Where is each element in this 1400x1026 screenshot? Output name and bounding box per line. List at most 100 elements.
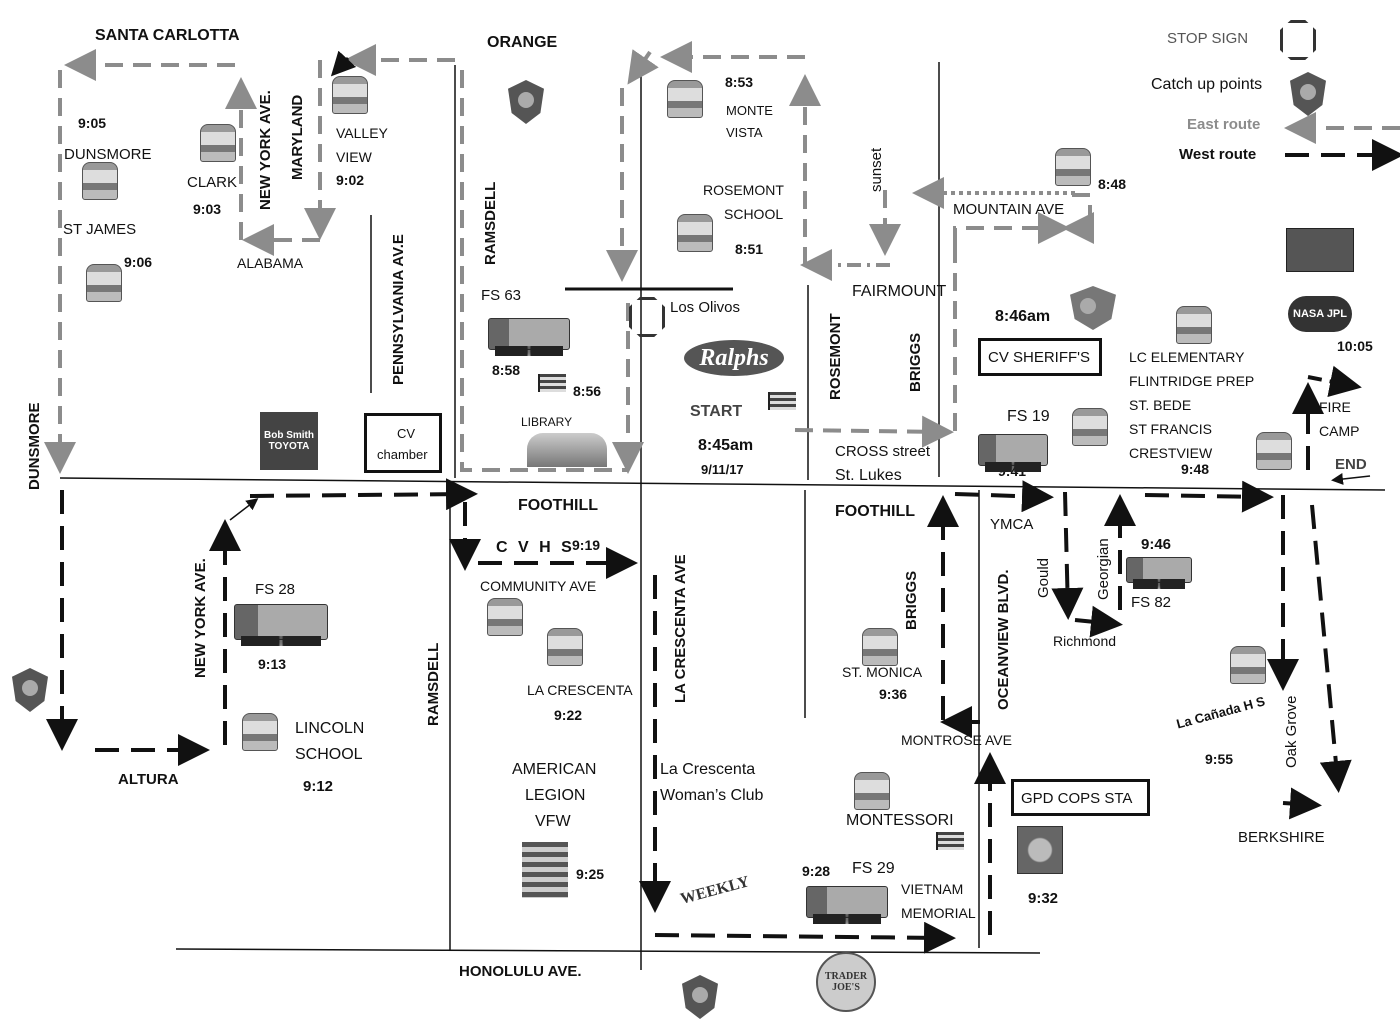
ralphs-logo: Ralphs (684, 340, 784, 376)
street-berkshire: BERKSHIRE (1238, 829, 1325, 846)
fire-truck-icon (234, 604, 328, 646)
time-851: 8:51 (735, 241, 764, 257)
west-route (46, 139, 1400, 954)
time-1005: 10:05 (1337, 338, 1373, 354)
street-ramsdell-bottom: RAMSDELL (425, 642, 442, 726)
ribbon-flag-icon (522, 842, 568, 898)
time-948: 9:48 (1181, 461, 1210, 477)
time-856: 8:56 (573, 383, 602, 399)
american-legion-line3: VFW (535, 813, 571, 830)
street-sunset: sunset (868, 147, 885, 192)
time-913: 9:13 (258, 656, 287, 672)
end-label: END (1335, 456, 1367, 473)
school-flintridge-prep: FLINTRIDGE PREP (1129, 373, 1255, 389)
fire-camp-line2: CAMP (1319, 423, 1360, 439)
time-936: 9:36 (879, 686, 908, 702)
gpd-cops-label: GPD COPS STA (1021, 790, 1133, 807)
street-briggs-top: BRIGGS (907, 332, 924, 392)
time-925: 9:25 (576, 866, 605, 882)
school-lc-elementary: LC ELEMENTARY (1129, 349, 1245, 365)
school-bus-icon (487, 598, 523, 636)
school-bus-icon (547, 628, 583, 666)
time-928: 9:28 (802, 863, 831, 879)
street-rosemont: ROSEMONT (827, 313, 844, 400)
street-fairmount: FAIRMOUNT (852, 283, 947, 300)
school-st-francis: ST FRANCIS (1129, 421, 1212, 437)
time-902: 9:02 (336, 172, 365, 188)
school-bus-icon (242, 713, 278, 751)
stop-rosemont: ROSEMONT (703, 182, 784, 198)
time-853: 8:53 (725, 74, 754, 90)
american-legion-line1: AMERICAN (512, 761, 597, 778)
legend-catch-up: Catch up points (1151, 76, 1263, 93)
stop-valley: VALLEY (336, 125, 388, 141)
school-bus-icon (332, 76, 368, 114)
school-bus-icon (1055, 148, 1091, 186)
school-st-bede: ST. BEDE (1129, 397, 1192, 413)
womans-club-line1: La Crescenta (660, 761, 756, 778)
stop-school: SCHOOL (724, 206, 784, 222)
time-846: 8:46am (995, 308, 1051, 325)
start-label: START (690, 403, 743, 420)
vietnam-line1: VIETNAM (901, 881, 964, 897)
fire-truck-icon (488, 318, 570, 356)
stop-vista: VISTA (726, 125, 763, 140)
time-903: 9:03 (193, 201, 222, 217)
legend-stop-sign: STOP SIGN (1167, 30, 1249, 47)
time-955: 9:55 (1205, 751, 1234, 767)
school-crestview: CRESTVIEW (1129, 445, 1213, 461)
fs82-label: FS 82 (1131, 594, 1172, 611)
fire-truck-icon (806, 886, 888, 924)
womans-club-line2: Woman’s Club (660, 787, 764, 804)
stop-st-monica: ST. MONICA (842, 664, 923, 680)
street-georgian: Georgian (1095, 538, 1112, 600)
east-route (44, 41, 1400, 470)
street-new-york-bottom: NEW YORK AVE. (192, 558, 209, 678)
street-gould: Gould (1035, 557, 1052, 598)
street-richmond: Richmond (1053, 633, 1117, 649)
roads (59, 60, 1386, 970)
stop-st-lukes: St. Lukes (835, 467, 902, 484)
stop-dunsmore: DUNSMORE (64, 146, 152, 163)
library-label: LIBRARY (521, 415, 573, 429)
stop-monte: MONTE (726, 103, 773, 118)
stop-st-james: ST JAMES (63, 221, 137, 238)
american-legion-line2: LEGION (525, 787, 586, 804)
street-montrose: MONTROSE AVE (901, 732, 1012, 748)
time-912: 9:12 (303, 778, 334, 795)
school-bus-icon (1230, 646, 1266, 684)
school-bus-icon (1072, 408, 1108, 446)
street-foothill-left: FOOTHILL (518, 497, 598, 514)
street-briggs-bottom: BRIGGS (903, 570, 920, 630)
stop-montessori: MONTESSORI (846, 812, 954, 829)
time-946: 9:46 (1141, 536, 1172, 553)
stop-sign-icon (1280, 20, 1316, 60)
time-906: 9:06 (124, 254, 153, 270)
street-ramsdell-top: RAMSDELL (482, 181, 499, 265)
lincoln-line2: SCHOOL (295, 746, 363, 763)
time-922: 9:22 (554, 707, 583, 723)
school-bus-icon (854, 772, 890, 810)
legend-west-route: West route (1179, 146, 1257, 163)
stop-clark: CLARK (187, 174, 238, 191)
fire-camp-line1: FIRE (1319, 399, 1351, 415)
legend-east-route: East route (1187, 116, 1261, 133)
stop-la-crescenta: LA CRESCENTA (527, 682, 633, 698)
time-932: 9:32 (1028, 890, 1059, 907)
street-mountain: MOUNTAIN AVE (953, 201, 1065, 218)
street-foothill-right: FOOTHILL (835, 503, 915, 520)
street-cross: CROSS street (835, 443, 931, 460)
stop-sign-icon (629, 297, 665, 337)
street-altura: ALTURA (118, 771, 179, 788)
cv-sheriff-label: CV SHERIFF'S (988, 349, 1091, 366)
fs29-label: FS 29 (852, 860, 895, 877)
vietnam-line2: MEMORIAL (901, 905, 976, 921)
street-oceanview: OCEANVIEW BLVD. (995, 569, 1012, 710)
time-858: 8:58 (492, 362, 521, 378)
school-bus-icon (862, 628, 898, 666)
library-icon (527, 433, 607, 467)
flag-icon (768, 392, 796, 410)
lincoln-line1: LINCOLN (295, 720, 365, 737)
